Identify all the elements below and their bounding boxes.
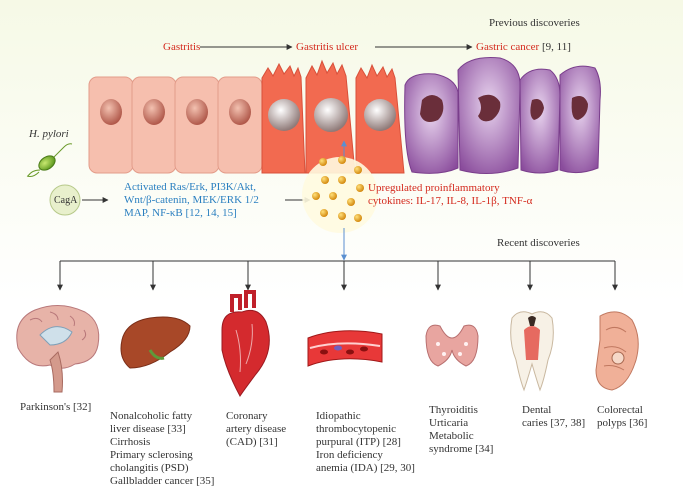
disease-line: caries [37, 38]: [522, 417, 586, 429]
disease-line: artery disease: [226, 423, 287, 435]
disease-line: purpural (ITP) [28]: [316, 436, 401, 448]
disease-line: thrombocytopenic: [316, 423, 397, 435]
disease-itp-ida: Idiopathic thrombocytopenic purpural (IT…: [316, 410, 415, 475]
disease-line: Iron deficiency: [316, 449, 383, 461]
thyroid-icon: [425, 324, 479, 367]
disease-colorectal: Colorectal polyps [36]: [597, 404, 647, 430]
colon-icon: [595, 311, 639, 391]
gastric-cancer-text: Gastric cancer: [476, 41, 540, 53]
cancer-cells: [404, 57, 601, 174]
disease-line: Colorectal: [597, 404, 643, 416]
disease-line: Thyroiditis: [429, 404, 478, 416]
cytokine-line-2: cytokines: IL-17, IL-8, IL-1β, TNF-α: [368, 195, 533, 207]
disease-line: liver disease [33]: [110, 423, 186, 435]
disease-line: polyps [36]: [597, 417, 648, 429]
disease-line: (CAD) [31]: [226, 436, 278, 448]
liver-icon: [120, 316, 191, 369]
disease-parkinsons: Parkinson's [32]: [20, 401, 91, 414]
h-pylori-label: H. pylori: [29, 128, 69, 140]
normal-cells: [88, 76, 263, 174]
disease-line: cholangitis (PSD): [110, 462, 189, 474]
disease-liver: Nonalcoholic fatty liver disease [33] Ci…: [110, 410, 214, 488]
disease-line: Gallbladder cancer [35]: [110, 475, 215, 487]
disease-line: Coronary: [226, 410, 268, 422]
disease-line: syndrome [34]: [429, 443, 494, 455]
previous-discoveries-label: Previous discoveries: [489, 17, 580, 29]
brain-icon: [16, 305, 100, 393]
disease-line: Urticaria: [429, 417, 469, 429]
ulcer-cells: [261, 59, 405, 174]
heart-icon: [221, 290, 270, 397]
gastric-cancer-label: Gastric cancer [9, 11]: [476, 41, 571, 54]
disease-line: anemia (IDA) [29, 30]: [316, 462, 415, 474]
caga-bubble: [49, 184, 81, 216]
disease-branch-lines: [57, 260, 618, 291]
recent-discoveries-label: Recent discoveries: [497, 237, 580, 249]
signaling-line-1: Activated Ras/Erk, PI3K/Akt,: [124, 181, 256, 193]
h-pylori-bacterium-icon: [26, 143, 73, 177]
disease-line: Parkinson's [32]: [20, 401, 92, 413]
caga-label: CagA: [54, 195, 78, 206]
signaling-line-3: MAP, NF-κB [12, 14, 15]: [124, 207, 237, 219]
disease-line: Dental: [522, 404, 552, 416]
disease-line: Cirrhosis: [110, 436, 151, 448]
disease-line: Metabolic: [429, 430, 474, 442]
disease-line: Idiopathic: [316, 410, 361, 422]
disease-line: Primary sclerosing: [110, 449, 193, 461]
disease-line: Nonalcoholic fatty: [110, 410, 193, 422]
blood-vessel-icon: [307, 330, 383, 367]
tooth-icon: [510, 311, 554, 392]
signaling-line-2: Wnt/β-catenin, MEK/ERK 1/2: [124, 194, 259, 206]
disease-cad: Coronary artery disease (CAD) [31]: [226, 410, 286, 449]
gastritis-label: Gastritis: [163, 41, 201, 53]
cytokine-line-1: Upregulated proinflammatory: [368, 182, 500, 194]
disease-dental: Dental caries [37, 38]: [522, 404, 585, 430]
gastric-cancer-ref: [9, 11]: [541, 41, 571, 53]
gastritis-ulcer-label: Gastritis ulcer: [296, 41, 359, 53]
disease-thyroid: Thyroiditis Urticaria Metabolic syndrome…: [429, 404, 493, 456]
cytokine-particles: [312, 156, 364, 222]
